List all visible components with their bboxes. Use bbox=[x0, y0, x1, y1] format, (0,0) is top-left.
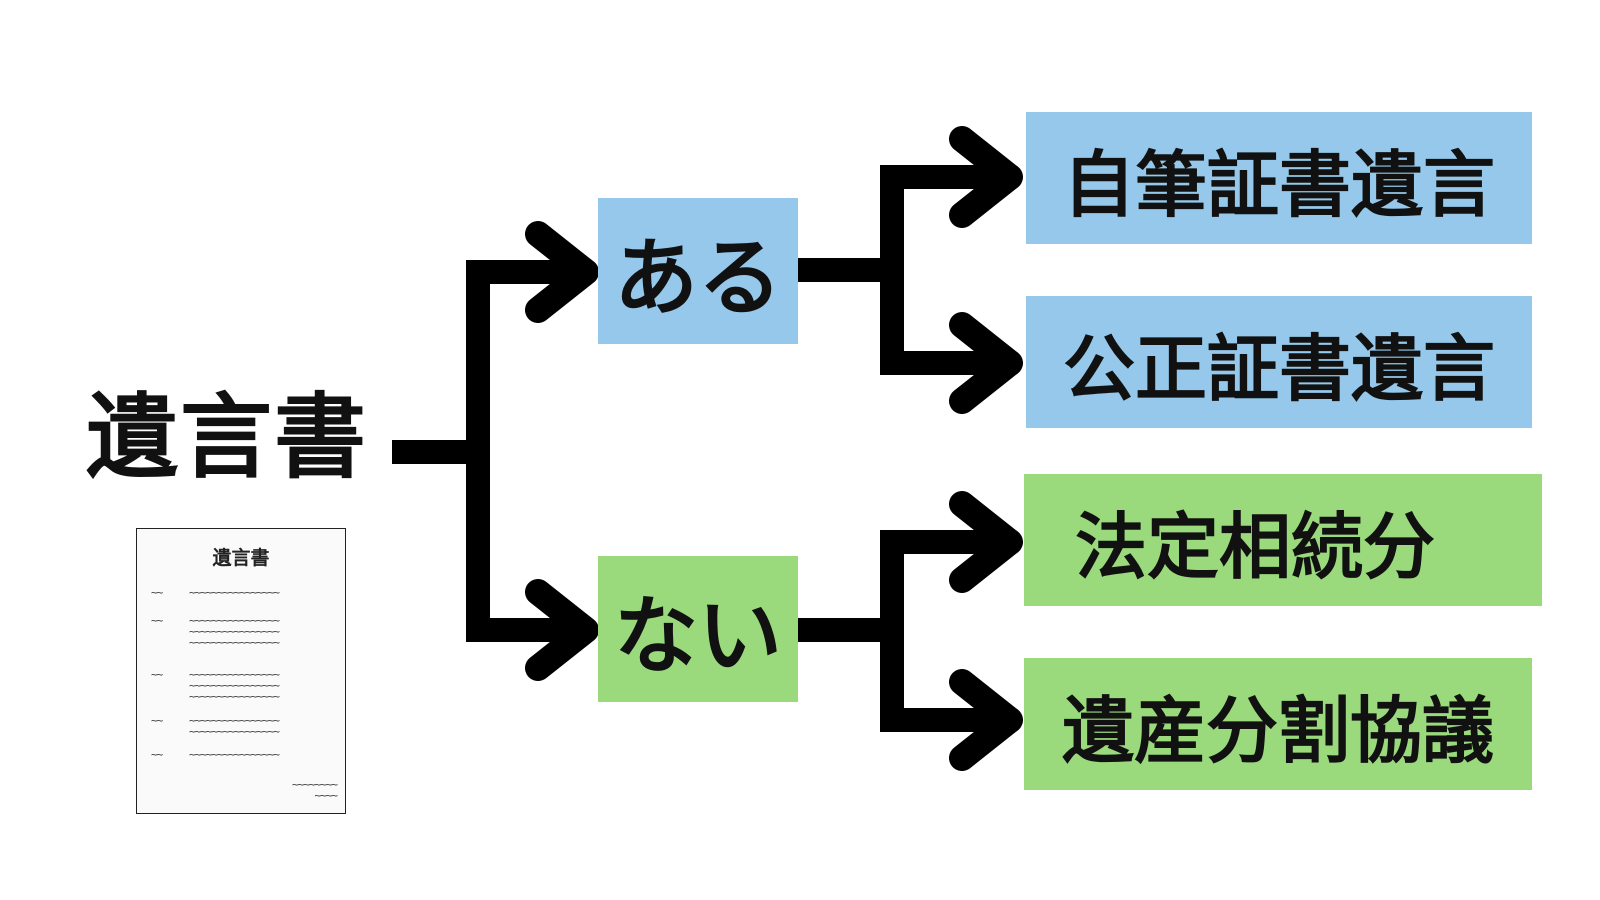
document-title: 遺言書 bbox=[212, 547, 270, 569]
outcome-hotei-box: 法定相続分 bbox=[1024, 474, 1542, 606]
document-row: ~~ ~~~~~~~~~~~~~~~~ ~~~~~~~~~~~~~~~~ ~~~… bbox=[151, 668, 280, 703]
document-row: ~~ ~~~~~~~~~~~~~~~~ ~~~~~~~~~~~~~~~~ bbox=[151, 714, 280, 738]
document-row: ~~~~~~~~~~~~~~~~~~ bbox=[151, 586, 280, 599]
outcome-hotei-label: 法定相続分 bbox=[1074, 504, 1435, 589]
document-row-line: ~~~~~~~~~~~~~~~~ bbox=[189, 586, 280, 599]
branch-aru-label: ある bbox=[613, 228, 782, 327]
root-label: 遺言書 bbox=[86, 384, 369, 491]
outcome-jihitsu-box: 自筆証書遺言 bbox=[1026, 112, 1532, 244]
document-row: ~~ ~~~~~~~~~~~~~~~~ ~~~~~~~~~~~~~~~~ ~~~… bbox=[151, 614, 280, 649]
outcome-jihitsu-label: 自筆証書遺言 bbox=[1062, 142, 1495, 227]
will-document-icon: 遺言書 ~~~~~~~~~~~~~~~~~~ ~~ ~~~~~~~~~~~~~~… bbox=[136, 528, 346, 814]
outcome-bunkatsu-label: 遺産分割協議 bbox=[1061, 688, 1494, 773]
branch-nai-box: ない bbox=[598, 556, 798, 702]
document-signature-line: ~~~~~~~~ bbox=[292, 778, 338, 791]
arrowhead-to-jihitsu-icon bbox=[949, 126, 1023, 228]
branch-aru-box: ある bbox=[598, 198, 798, 344]
document-row-line: ~~~~~~~~~~~~~~~~ bbox=[189, 668, 280, 681]
document-row-line: ~~~~~~~~~~~~~~~~ bbox=[189, 714, 280, 727]
branch-nai-label: ない bbox=[613, 586, 782, 685]
outcome-bunkatsu-box: 遺産分割協議 bbox=[1024, 658, 1532, 790]
document-row-line: ~~~~~~~~~~~~~~~~ bbox=[189, 625, 280, 638]
arrowhead-to-hotei-icon bbox=[949, 491, 1023, 593]
document-row-number: ~~ bbox=[151, 714, 163, 727]
document-row-line: ~~~~~~~~~~~~~~~~ bbox=[189, 690, 280, 703]
document-row-line: ~~~~~~~~~~~~~~~~ bbox=[189, 725, 280, 738]
arrowhead-to-aru-icon bbox=[525, 221, 599, 323]
document-row-line: ~~~~~~~~~~~~~~~~ bbox=[189, 636, 280, 649]
arrowhead-to-nai-icon bbox=[525, 579, 599, 681]
document-row-line: ~~~~~~~~~~~~~~~~ bbox=[189, 679, 280, 692]
document-row-line: ~~~~~~~~~~~~~~~~ bbox=[189, 748, 280, 761]
arrowhead-to-kosei-icon bbox=[949, 312, 1023, 414]
arrowhead-to-bunkatsu-icon bbox=[949, 669, 1023, 771]
document-signature-line: ~~~~ bbox=[314, 789, 338, 802]
document-signature: ~~~~~~~~ ~~~~ bbox=[292, 778, 338, 802]
document-row-number: ~~ bbox=[151, 748, 163, 761]
document-row-number: ~~ bbox=[151, 586, 163, 599]
document-row-number: ~~ bbox=[151, 614, 163, 627]
document-row: ~~~~~~~~~~~~~~~~~~ bbox=[151, 748, 280, 761]
document-row-line: ~~~~~~~~~~~~~~~~ bbox=[189, 614, 280, 627]
outcome-kosei-label: 公正証書遺言 bbox=[1062, 326, 1495, 411]
document-row-number: ~~ bbox=[151, 668, 163, 681]
outcome-kosei-box: 公正証書遺言 bbox=[1026, 296, 1532, 428]
